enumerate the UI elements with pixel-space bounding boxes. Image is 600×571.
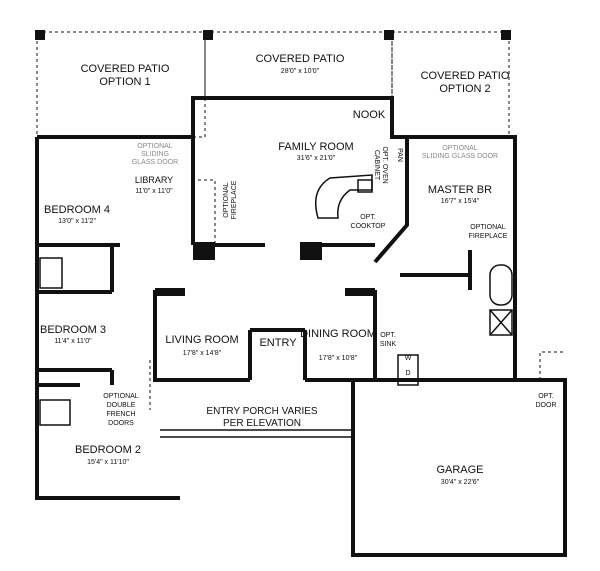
master-dim: 16'7" x 15'4" (441, 198, 480, 205)
library-label: LIBRARY (135, 175, 173, 185)
porch-note: PER ELEVATION (223, 418, 301, 429)
family-dim: 31'6" x 21'0" (297, 155, 336, 162)
dryer-label: D (405, 370, 410, 377)
patio1-label: COVERED PATIO (81, 63, 170, 75)
sink-note: OPT. (380, 332, 396, 339)
entry-label: ENTRY (259, 337, 297, 349)
library-note: SLIDING (141, 151, 169, 158)
patio-center-dim: 28'0" x 10'0" (281, 68, 320, 75)
garage-dim: 30'4" x 22'6" (441, 479, 480, 486)
dining-dim: 17'8" x 10'8" (319, 355, 358, 362)
library-note: GLASS DOOR (132, 159, 178, 166)
french-doors-note: FRENCH (106, 411, 135, 418)
porch-note: ENTRY PORCH VARIES (206, 406, 317, 417)
bedroom3-label: BEDROOM 3 (40, 324, 106, 336)
library-note: OPTIONAL (137, 143, 173, 150)
french-doors-note: DOORS (108, 420, 134, 427)
living-label: LIVING ROOM (165, 334, 238, 346)
dining-label-line: DINING ROOM (300, 328, 376, 340)
fireplace-master-note: FIREPLACE (469, 233, 508, 240)
fireplace-note: FIREPLACE (231, 180, 238, 219)
washer-label: W (405, 355, 412, 362)
bedroom4-label: BEDROOM 4 (44, 204, 110, 216)
master-note: SLIDING GLASS DOOR (422, 153, 498, 160)
opt-door-note: OPT. (538, 393, 554, 400)
cooktop-note: COOKTOP (351, 223, 386, 230)
sink-note: SINK (380, 341, 397, 348)
oven-note: OPT. OVEN (381, 146, 388, 183)
fireplace-master-note: OPTIONAL (470, 224, 506, 231)
patio1-sub: OPTION 1 (99, 76, 150, 88)
master-label: MASTER BR (428, 184, 492, 196)
master-note: OPTIONAL (442, 145, 478, 152)
patio-option2-outline (391, 31, 510, 138)
pantry-label: PAN (396, 148, 403, 162)
patio2-label: COVERED PATIO (421, 70, 510, 82)
bedroom2-label: BEDROOM 2 (75, 444, 141, 456)
french-doors-note: DOUBLE (107, 402, 136, 409)
bedroom4-dim: 13'0" x 11'2" (58, 218, 96, 225)
french-doors-note: OPTIONAL (103, 393, 139, 400)
bedroom2-dim: 15'4" x 11'10" (87, 459, 129, 466)
bedroom3-dim: 11'4" x 11'0" (54, 338, 92, 345)
library-dim: 11'0" x 11'0" (135, 188, 173, 195)
nook-label: NOOK (353, 109, 386, 121)
living-dim: 17'8" x 14'8" (183, 350, 222, 357)
cooktop-note: OPT. (360, 214, 376, 221)
opt-door-note: DOOR (536, 402, 557, 409)
patio-center-label: COVERED PATIO (256, 53, 345, 65)
walls (35, 96, 567, 557)
oven-note: CABINET (373, 150, 380, 181)
family-label: FAMILY ROOM (278, 141, 353, 153)
patio2-sub: OPTION 2 (439, 83, 490, 95)
garage-label: GARAGE (436, 464, 483, 476)
fireplace-note: OPTIONAL (223, 182, 230, 218)
fixtures (39, 174, 565, 438)
